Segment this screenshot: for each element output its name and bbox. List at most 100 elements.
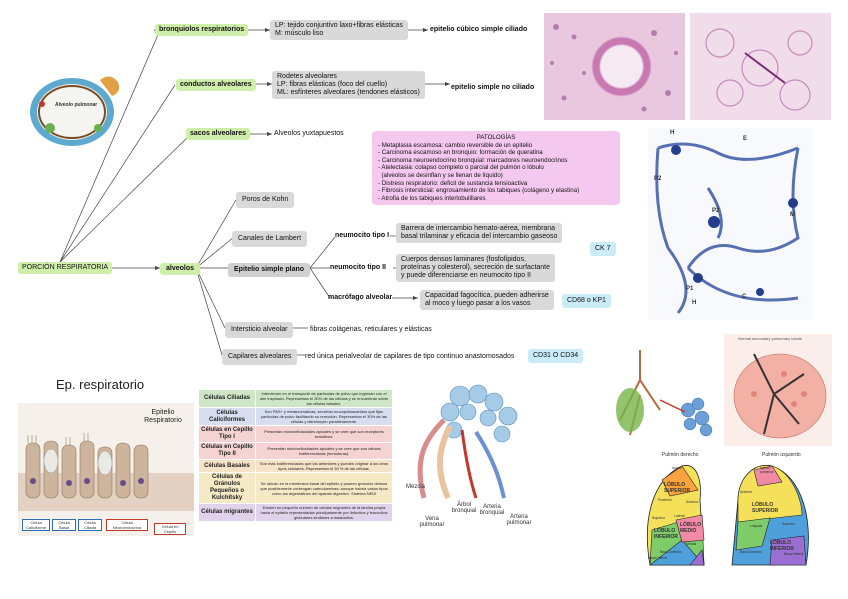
- seg-l-apical-posterior: Apical posterior: [760, 466, 774, 474]
- intersticio-node: Intersticio alveolar: [225, 322, 294, 338]
- cell-basal-label: Célula Basal: [52, 519, 76, 531]
- cell-type-name: Células en Cepillo Tipo II: [198, 442, 256, 460]
- seg-r-anterior: Anterior: [686, 500, 699, 504]
- cell-type-name: Células Ciliadas: [198, 389, 256, 408]
- seg-l-lingular: Lingular: [750, 524, 763, 528]
- cell-type-name: Células en Cepillo Tipo I: [198, 425, 256, 443]
- intersticio-detail: fibras colágenas, reticulares y elástica…: [310, 326, 432, 333]
- macrofago-label: macrófago alveolar: [328, 294, 393, 301]
- seg-l-basal-lateral: Basal lateral: [784, 552, 804, 556]
- cell-type-description: Intervienen en el transporte de partícul…: [255, 389, 393, 408]
- cell-type-name: Células migrantes: [198, 503, 256, 522]
- epitelio-simple-plano: Epitelio simple plano: [228, 263, 311, 277]
- label-arteria-bronquial: Arteria bronquial: [479, 504, 505, 516]
- sacos-node: sacos alveolares: [186, 128, 251, 140]
- neumocito-2-label: neumocito tipo II: [330, 264, 386, 271]
- cd68-marker: CD68 o KP1: [562, 294, 611, 308]
- cd31-marker: CD31 O CD34: [528, 349, 584, 363]
- micro-label-e: E: [743, 136, 748, 142]
- cell-type-description: Presentan microvellosidades apicales y s…: [255, 442, 393, 460]
- lobulillo-illustration: Mezcla Vena pulmonar Árbol bronquial Art…: [404, 380, 536, 550]
- micro-label-c: C: [742, 294, 747, 300]
- seg-l-superior: Superior: [782, 522, 796, 526]
- micro-label-p2a: P2: [654, 176, 662, 182]
- right-lobe-inferior: LÓBULO INFERIOR: [654, 528, 678, 540]
- patologias-box: PATOLOGÍAS - Metaplasia escamosa: cambio…: [372, 131, 620, 206]
- seg-r-basal-lateral: Basal lateral: [648, 556, 668, 560]
- ck7-marker: CK 7: [590, 242, 616, 256]
- seg-r-apical: Apical: [672, 466, 682, 470]
- right-lobe-superior: LÓBULO SUPERIOR: [664, 482, 691, 494]
- bronchial-tree-illustration: [610, 340, 722, 445]
- cell-type-description: Son más indiferenciadas que las anterior…: [255, 459, 393, 473]
- label-mezcla: Mezcla: [406, 484, 426, 490]
- cell-neuroendocrina-label: Célula Neuroendocrina: [106, 519, 148, 531]
- seg-r-lateral: Lateral: [674, 514, 685, 518]
- seg-r-medial: Medial: [686, 542, 697, 546]
- macrofago-detail: Capacidad fagocítica, pueden adherirse a…: [420, 290, 554, 310]
- alveolo-label: Alveolo pulmonar: [55, 102, 98, 108]
- seg-r-superior: Superior: [652, 516, 666, 520]
- bronquiolos-epithelium: epitelio cúbico simple ciliado: [430, 26, 528, 33]
- cell-type-description: Presentan microvellosidades apicales y s…: [255, 425, 393, 443]
- left-lobe-inferior: LÓBULO INFERIOR: [770, 540, 794, 552]
- histology-photo-2: [690, 13, 831, 120]
- label-vena-pulmonar: Vena pulmonar: [419, 516, 445, 528]
- sacos-detail: Alveolos yuxtapuestos: [274, 130, 344, 137]
- alveolos-node: alveolos: [160, 263, 201, 275]
- label-arbol-bronquial: Árbol bronquial: [451, 502, 477, 514]
- left-lobe-superior: LÓBULO SUPERIOR: [752, 502, 779, 514]
- micro-label-h2: H: [692, 300, 697, 306]
- epitelio-respiratorio-image: Epitelio Respiratorio Célula Caliciforme…: [18, 403, 194, 536]
- cell-ciliada-label: Célula Ciliada: [78, 519, 102, 531]
- histology-photo-1: [544, 13, 685, 120]
- micro-label-m: M: [790, 212, 795, 218]
- cell-type-name: Células de Gránulos Pequeños o Kulchitsk…: [198, 472, 256, 504]
- seg-l-anterior: Anterior: [740, 490, 753, 494]
- lung-left-title: Pulmón izquierdo: [762, 452, 801, 458]
- label-arteria-pulmonar: Arteria pulmonar: [506, 514, 532, 526]
- canales-lambert: Canales de Lambert: [232, 231, 308, 247]
- micro-label-p2b: P2: [712, 208, 720, 214]
- seg-r-posterior: Posterior: [658, 498, 673, 502]
- lobule-title: Normal secondary pulmonary lobule: [738, 336, 803, 341]
- micro-label-p1: P1: [686, 286, 694, 292]
- lobule-illustration: Normal secondary pulmonary lobule: [724, 334, 832, 446]
- cell-type-name: Células Caliciformes: [198, 407, 256, 426]
- capilares-detail: red única perialveolar de capilares de t…: [305, 353, 515, 360]
- cell-type-description: Son PAS+ y metacromáticas, secretan muco…: [255, 407, 393, 426]
- seg-l-basal-anterior: Basal Anterior: [740, 550, 762, 554]
- lung-lobes-diagram: Pulmón derecho Pulmón izquierdo LÓBULO S…: [642, 452, 832, 572]
- conductos-node: conductos alveolares: [176, 79, 256, 91]
- conductos-detail: Rodetes alveolares LP: fibras elásticas …: [272, 71, 425, 99]
- bronquiolos-detail: LP: tejido conjuntivo laxo+fibras elásti…: [270, 20, 408, 40]
- lung-right-title: Pulmón derecho: [662, 452, 699, 458]
- alveolar-micrograph: H E P2 P2 M P1 H C: [648, 128, 813, 320]
- cell-cepillo-label: Célula en Cepillo: [154, 523, 186, 535]
- right-lobe-medio: LÓBULO MEDIO: [680, 522, 702, 534]
- cell-caliciforme-label: Célula Caliciforme: [22, 519, 50, 531]
- cell-type-description: Se ubican en la membrana basal del epite…: [255, 472, 393, 504]
- poros-kohn: Poros de Kohn: [236, 192, 295, 208]
- neumocito-2-detail: Cuerpos densos laminares (fosfolípidos, …: [396, 254, 556, 282]
- alveolo-diagram: Alveolo pulmonar: [22, 70, 122, 155]
- cell-table-row: Células de Gránulos Pequeños o Kulchitsk…: [198, 472, 393, 504]
- bronquiolos-node: bronquiolos respiratorios: [155, 24, 249, 36]
- epitelio-image-title: Epitelio Respiratorio: [144, 409, 182, 424]
- conductos-epithelium: epitelio simple no ciliado: [451, 84, 535, 91]
- cell-type-name: Células Basales: [198, 459, 256, 473]
- neumocito-1-detail: Barrera de intercambio hemato-aérea, mem…: [396, 223, 563, 243]
- root-node: PORCIÓN RESPIRATORIA: [18, 262, 113, 274]
- cell-type-description: Existen en pequeño número de células mig…: [255, 503, 393, 522]
- micro-label-h: H: [670, 130, 675, 136]
- ep-respiratorio-title: Ep. respiratorio: [56, 377, 145, 392]
- capilares-node: Capilares alveolares: [222, 349, 298, 365]
- neumocito-1-label: neumocito tipo I: [335, 232, 390, 239]
